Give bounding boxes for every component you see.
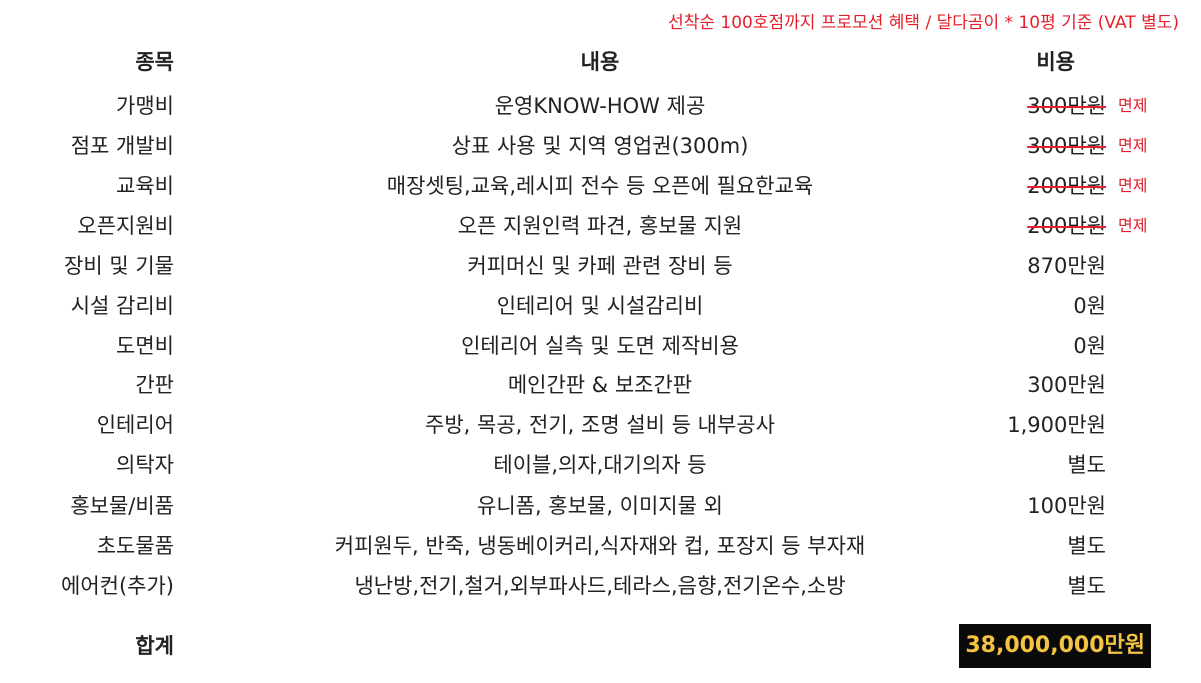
row-item: 홍보물/비품 — [70, 494, 174, 518]
waived-label: 면제 — [1118, 176, 1148, 195]
header-item: 종목 — [135, 50, 174, 74]
total-label: 합계 — [135, 634, 174, 658]
row-item: 에어컨(추가) — [61, 574, 174, 598]
table-row: 간판 메인간판 & 보조간판 300만원 — [0, 370, 1201, 400]
row-item: 도면비 — [116, 334, 174, 358]
row-content: 매장셋팅,교육,레시피 전수 등 오픈에 필요한교육 — [386, 174, 814, 198]
row-content: 인테리어 실측 및 도면 제작비용 — [461, 334, 739, 358]
row-cost: 200만원 — [1027, 174, 1106, 198]
row-cost: 870만원 — [1027, 254, 1106, 278]
table-row: 시설 감리비 인테리어 및 시설감리비 0원 — [0, 291, 1201, 321]
row-cost: 200만원 — [1027, 214, 1106, 238]
row-cost: 1,900만원 — [1007, 413, 1106, 437]
header-content: 내용 — [580, 50, 620, 74]
row-cost: 100만원 — [1027, 494, 1106, 518]
table-row: 홍보물/비품 유니폼, 홍보물, 이미지물 외 100만원 — [0, 491, 1201, 521]
row-item: 가맹비 — [116, 94, 174, 118]
row-content: 유니폼, 홍보물, 이미지물 외 — [477, 494, 723, 518]
row-content: 오픈 지원인력 파견, 홍보물 지원 — [457, 214, 743, 238]
table-row: 점포 개발비 상표 사용 및 지역 영업권(300m) 300만원 면제 — [0, 131, 1201, 161]
row-item: 의탁자 — [116, 453, 174, 477]
table-row: 장비 및 기물 커피머신 및 카페 관련 장비 등 870만원 — [0, 251, 1201, 281]
row-item: 오픈지원비 — [77, 214, 174, 238]
promo-notice: 선착순 100호점까지 프로모션 혜택 / 달다곰이 * 10평 기준 (VAT… — [668, 13, 1179, 33]
row-item: 교육비 — [116, 174, 174, 198]
row-cost: 300만원 — [1027, 94, 1106, 118]
row-item: 시설 감리비 — [70, 294, 174, 318]
row-cost: 0원 — [1073, 334, 1106, 358]
waived-label: 면제 — [1118, 216, 1148, 235]
row-content: 상표 사용 및 지역 영업권(300m) — [451, 134, 749, 158]
row-content: 냉난방,전기,철거,외부파사드,테라스,음향,전기온수,소방 — [354, 574, 846, 598]
row-content: 운영KNOW-HOW 제공 — [494, 94, 706, 118]
header-cost: 비용 — [1036, 50, 1075, 74]
total-row: 합계 38,000,000만원 — [0, 624, 1201, 668]
table-row: 오픈지원비 오픈 지원인력 파견, 홍보물 지원 200만원 면제 — [0, 211, 1201, 241]
row-item: 초도물품 — [96, 534, 174, 558]
table-header: 종목 내용 비용 — [0, 46, 1201, 76]
table-row: 교육비 매장셋팅,교육,레시피 전수 등 오픈에 필요한교육 200만원 면제 — [0, 171, 1201, 201]
row-cost: 300만원 — [1027, 134, 1106, 158]
row-item: 인테리어 — [96, 413, 174, 437]
row-content: 인테리어 및 시설감리비 — [496, 294, 704, 318]
table-row: 초도물품 커피원두, 반죽, 냉동베이커리,식자재와 컵, 포장지 등 부자재 … — [0, 531, 1201, 561]
total-amount: 38,000,000만원 — [959, 624, 1151, 668]
table-row: 의탁자 테이블,의자,대기의자 등 별도 — [0, 450, 1201, 480]
waived-label: 면제 — [1118, 136, 1148, 155]
row-cost: 별도 — [1067, 574, 1106, 598]
row-item: 간판 — [135, 373, 174, 397]
row-content: 커피머신 및 카페 관련 장비 등 — [467, 254, 733, 278]
row-item: 장비 및 기물 — [64, 254, 174, 278]
row-content: 커피원두, 반죽, 냉동베이커리,식자재와 컵, 포장지 등 부자재 — [334, 534, 866, 558]
table-row: 가맹비 운영KNOW-HOW 제공 300만원 면제 — [0, 91, 1201, 121]
row-content: 테이블,의자,대기의자 등 — [493, 453, 707, 477]
row-cost: 별도 — [1067, 534, 1106, 558]
waived-label: 면제 — [1118, 96, 1148, 115]
table-row: 인테리어 주방, 목공, 전기, 조명 설비 등 내부공사 1,900만원 — [0, 410, 1201, 440]
table-row: 에어컨(추가) 냉난방,전기,철거,외부파사드,테라스,음향,전기온수,소방 별… — [0, 571, 1201, 601]
row-cost: 300만원 — [1027, 373, 1106, 397]
table-row: 도면비 인테리어 실측 및 도면 제작비용 0원 — [0, 331, 1201, 361]
row-cost: 0원 — [1073, 294, 1106, 318]
row-item: 점포 개발비 — [70, 134, 174, 158]
row-content: 메인간판 & 보조간판 — [507, 373, 693, 397]
row-content: 주방, 목공, 전기, 조명 설비 등 내부공사 — [425, 413, 775, 437]
row-cost: 별도 — [1067, 453, 1106, 477]
